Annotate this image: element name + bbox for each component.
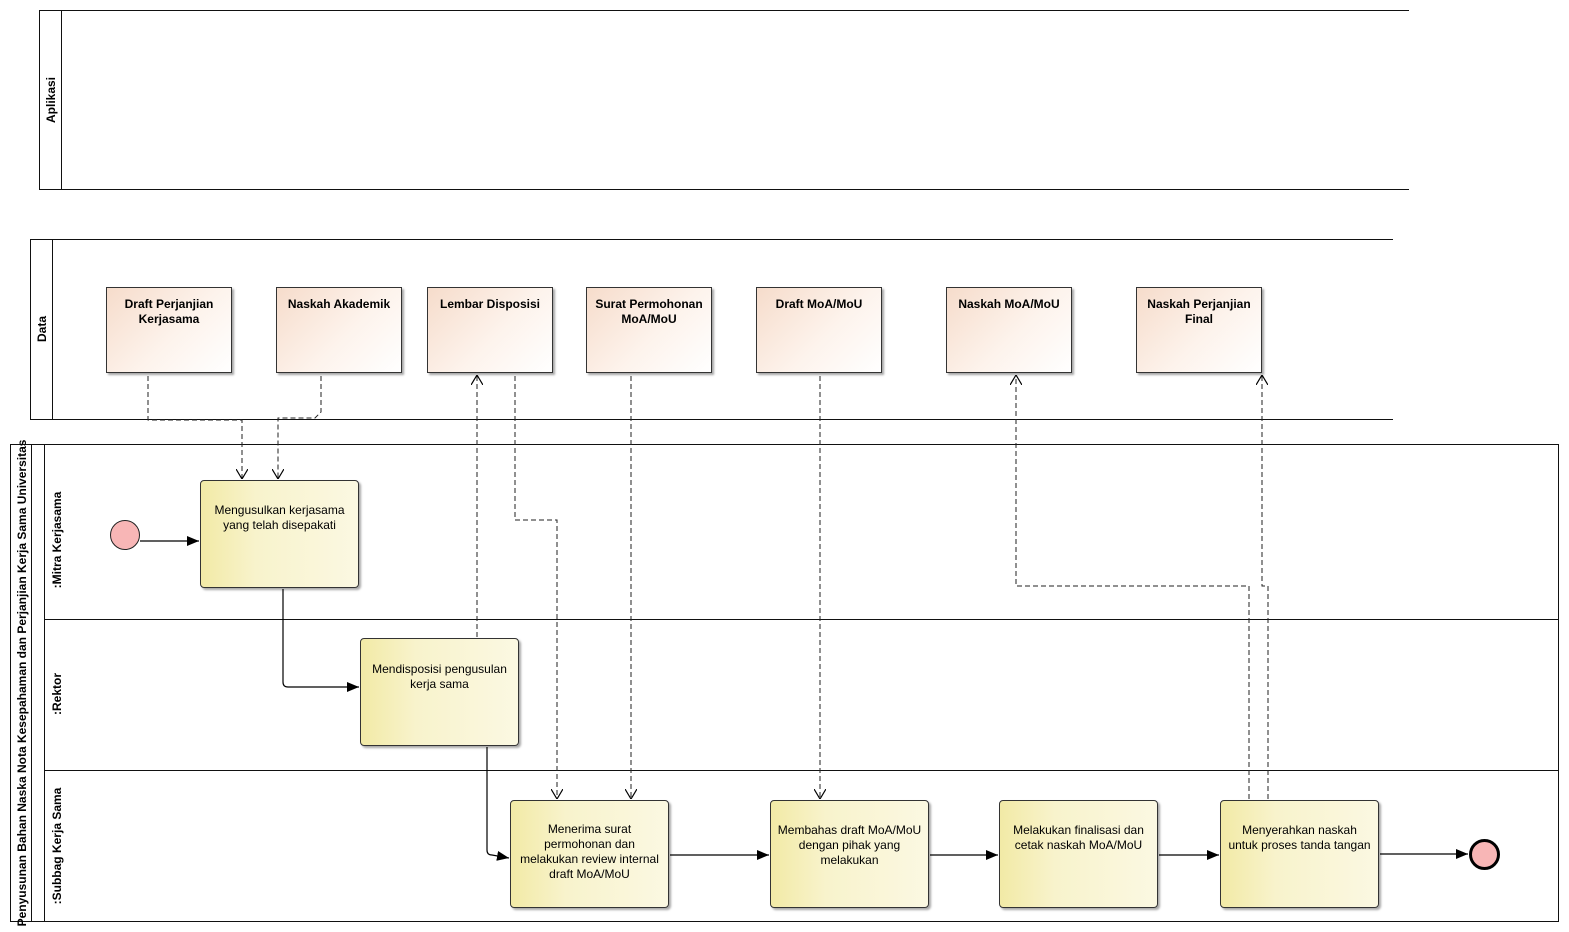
task-menyerahkan-naskah[interactable]: Menyerahkan naskah untuk proses tanda ta… bbox=[1220, 800, 1379, 908]
lane-header-divider bbox=[44, 444, 45, 922]
pool-aplikasi bbox=[39, 10, 1409, 190]
pool-data bbox=[30, 239, 1393, 420]
data-object-draft-moa-mou[interactable]: Draft MoA/MoU bbox=[756, 287, 882, 373]
lane-label-mitra-text: Mitra Kerjasama bbox=[50, 491, 64, 585]
data-object-lembar-disposisi[interactable]: Lembar Disposisi bbox=[427, 287, 553, 373]
pool-process-header-divider bbox=[31, 444, 32, 922]
data-object-naskah-akademik[interactable]: Naskah Akademik bbox=[276, 287, 402, 373]
pool-aplikasi-header-divider bbox=[61, 10, 62, 190]
pool-process-label: Penyusunan Bahan Naska Nota Kesepahaman … bbox=[15, 439, 29, 927]
task-menerima-surat-permohonan[interactable]: Menerima surat permohonan dan melakukan … bbox=[510, 800, 669, 908]
lane-label-rektor-text: Rektor bbox=[50, 672, 64, 712]
pool-process bbox=[10, 444, 1559, 922]
task-mengusulkan-kerjasama[interactable]: Mengusulkan kerjasama yang telah disepak… bbox=[200, 480, 359, 588]
data-object-draft-perjanjian-kerjasama[interactable]: Draft Perjanjian Kerjasama bbox=[106, 287, 232, 373]
lane-divider-mitra-rektor bbox=[44, 619, 1559, 620]
lane-divider-rektor-subbag bbox=[44, 770, 1559, 771]
task-melakukan-finalisasi[interactable]: Melakukan finalisasi dan cetak naskah Mo… bbox=[999, 800, 1158, 908]
start-event[interactable] bbox=[110, 520, 140, 550]
lane-label-mitra: :Mitra Kerjasama bbox=[50, 491, 64, 589]
task-membahas-draft[interactable]: Membahas draft MoA/MoU dengan pihak yang… bbox=[770, 800, 929, 908]
end-event[interactable] bbox=[1469, 839, 1500, 870]
pool-aplikasi-label: Aplikasi bbox=[44, 76, 58, 124]
lane-label-rektor: :Rektor bbox=[50, 672, 64, 716]
pool-data-header-divider bbox=[52, 239, 53, 420]
data-object-naskah-moa-mou[interactable]: Naskah MoA/MoU bbox=[946, 287, 1072, 373]
task-mendisposisi-pengusulan[interactable]: Mendisposisi pengusulan kerja sama bbox=[360, 638, 519, 746]
data-object-naskah-perjanjian-final[interactable]: Naskah Perjanjian Final bbox=[1136, 287, 1262, 373]
data-object-surat-permohonan[interactable]: Surat Permohonan MoA/MoU bbox=[586, 287, 712, 373]
pool-data-label: Data bbox=[35, 315, 49, 343]
lane-label-subbag: :Subbag Kerja Sama bbox=[50, 787, 64, 905]
lane-label-subbag-text: Subbag Kerja Sama bbox=[50, 787, 64, 901]
